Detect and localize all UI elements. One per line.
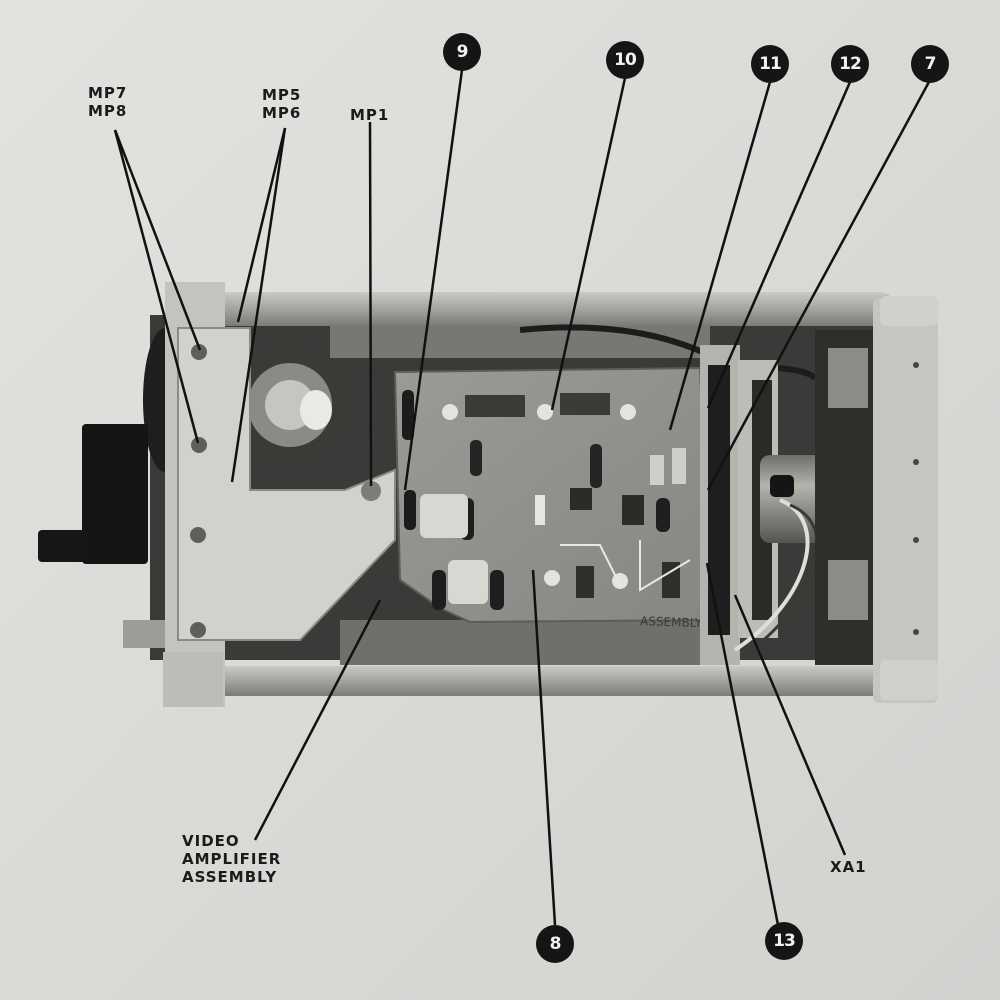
label-mp6: MP6 [262,104,302,122]
bottom-rod [200,666,900,696]
label-video-amplifier-assembly: VIDEO AMPLIFIER ASSEMBLY [182,832,281,886]
callout-9: 9 [443,33,481,71]
callout-12: 12 [831,45,869,83]
rear-bracket [815,296,938,703]
callout-10: 10 [606,41,644,79]
label-mp5-mp6: MP5 MP6 [262,86,301,122]
callout-8: 8 [536,925,574,963]
callout-11: 11 [751,45,789,83]
callout-7: 7 [911,45,949,83]
top-rod [195,292,895,326]
label-mp8: MP8 [88,102,128,120]
label-mp5: MP5 [262,86,302,104]
knob [38,424,168,648]
label-mp7-mp8: MP7 MP8 [88,84,127,120]
label-amplifier: AMPLIFIER [182,850,282,868]
front-panel [163,282,396,707]
label-assembly: ASSEMBLY [182,868,278,886]
board-marking: ASSEMBLY [640,614,703,630]
label-mp1: MP1 [350,106,390,124]
leader-lines [113,69,932,926]
label-video: VIDEO [182,832,240,850]
socket-wire [733,498,810,652]
circuit-board: ASSEMBLY [393,366,712,630]
callout-13: 13 [765,922,803,960]
label-mp7: MP7 [88,84,128,102]
label-xa1: XA1 [830,858,867,876]
